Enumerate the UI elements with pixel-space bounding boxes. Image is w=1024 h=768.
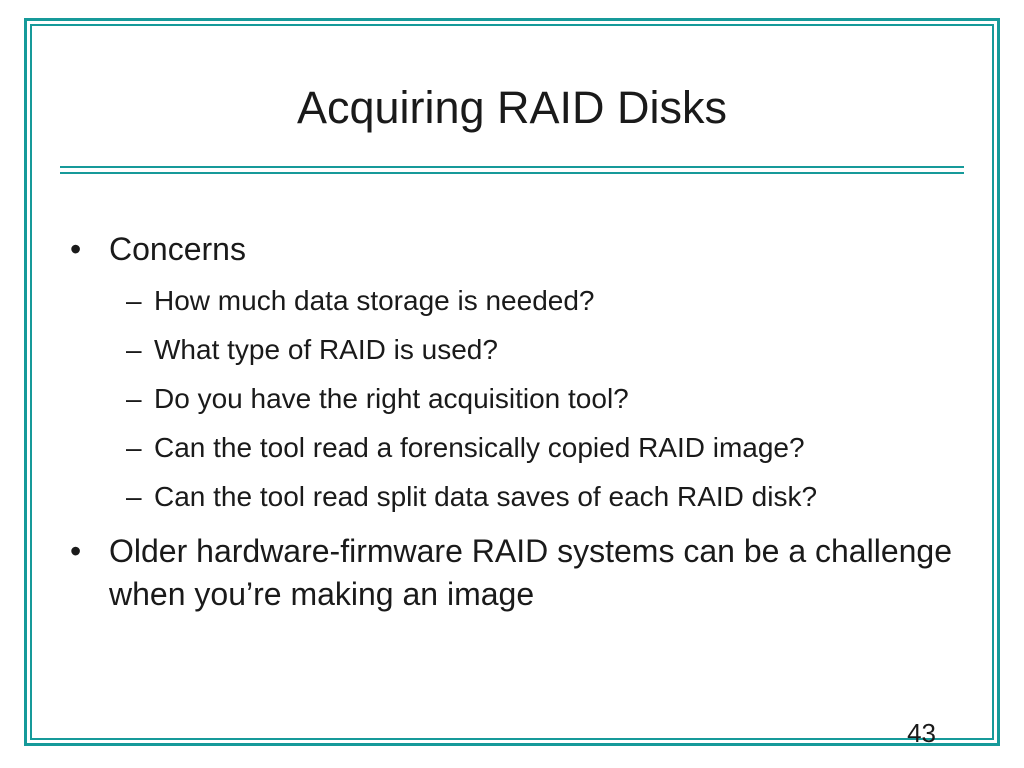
sub-bullet: – Do you have the right acquisition tool… xyxy=(70,379,914,418)
bullet-concerns: • Concerns xyxy=(70,228,970,271)
title-divider-top xyxy=(60,166,964,168)
slide-body: • Concerns – How much data storage is ne… xyxy=(70,228,970,616)
dash-marker: – xyxy=(126,383,142,414)
bullet-text: Older hardware-firmware RAID systems can… xyxy=(109,533,952,612)
dash-marker: – xyxy=(126,334,142,365)
dash-marker: – xyxy=(126,285,142,316)
title-divider-bottom xyxy=(60,172,964,174)
sub-bullet: – Can the tool read a forensically copie… xyxy=(70,428,914,467)
sub-bullet: – Can the tool read split data saves of … xyxy=(70,477,914,516)
bullet-marker: • xyxy=(70,533,82,569)
slide-frame-outer xyxy=(24,18,1000,746)
sub-bullet-text: Can the tool read a forensically copied … xyxy=(154,432,805,463)
bullet-text: Concerns xyxy=(109,231,246,267)
slide-frame-inner xyxy=(30,24,994,740)
sub-bullet-text: How much data storage is needed? xyxy=(154,285,595,316)
sub-bullet-text: Do you have the right acquisition tool? xyxy=(154,383,629,414)
sub-bullet: – What type of RAID is used? xyxy=(70,330,914,369)
sub-bullet-text: Can the tool read split data saves of ea… xyxy=(154,481,818,512)
dash-marker: – xyxy=(126,481,142,512)
slide-title: Acquiring RAID Disks xyxy=(296,82,728,133)
sub-bullet: – How much data storage is needed? xyxy=(70,281,914,320)
sub-bullet-text: What type of RAID is used? xyxy=(154,334,498,365)
bullet-marker: • xyxy=(70,231,82,267)
bullet-older-raid: • Older hardware-firmware RAID systems c… xyxy=(70,530,969,616)
dash-marker: – xyxy=(126,432,142,463)
slide-number: 43 xyxy=(907,718,936,748)
concerns-sub-list: – How much data storage is needed? – Wha… xyxy=(70,281,970,516)
